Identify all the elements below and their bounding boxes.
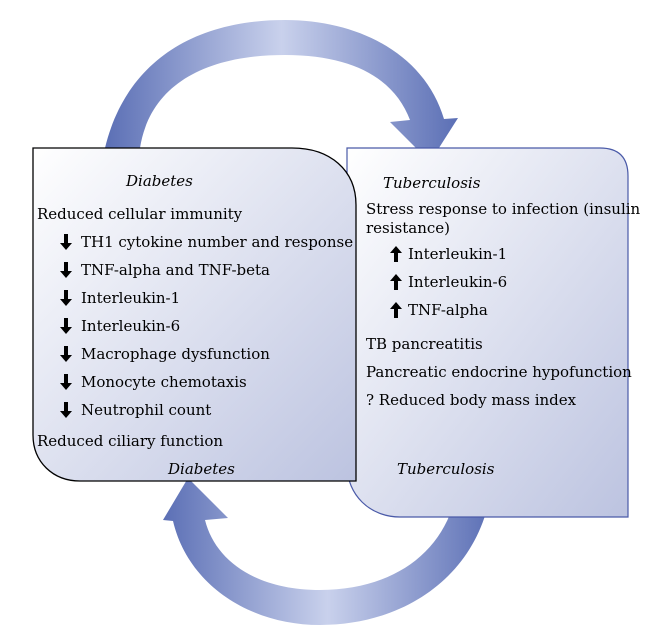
up-arrow-icon <box>389 302 403 318</box>
diabetes-item: Macrophage dysfunction <box>59 345 270 363</box>
tuberculosis-intro-line1: Stress response to infection (insulin <box>366 200 641 218</box>
tuberculosis-panel <box>346 147 629 518</box>
diabetes-panel-title: Diabetes <box>126 172 193 190</box>
diabetes-item: Neutrophil count <box>59 401 211 419</box>
tuberculosis-panel-title: Tuberculosis <box>383 174 481 192</box>
top-cycle-arrow <box>105 20 458 162</box>
diabetes-item-text: Monocyte chemotaxis <box>81 373 247 391</box>
down-arrow-icon <box>59 234 73 250</box>
down-arrow-icon <box>59 318 73 334</box>
diabetes-item: Interleukin-6 <box>59 317 180 335</box>
down-arrow-icon <box>59 290 73 306</box>
tuberculosis-extra-item: ? Reduced body mass index <box>366 391 577 409</box>
diabetes-item-text: Interleukin-1 <box>81 289 181 307</box>
diabetes-item-text: TH1 cytokine number and response <box>81 233 354 251</box>
up-arrow-icon <box>389 274 403 290</box>
down-arrow-icon <box>59 402 73 418</box>
tuberculosis-item: TNF-alpha <box>389 301 488 319</box>
diabetes-item-text: Neutrophil count <box>81 401 212 419</box>
diabetes-item: TH1 cytokine number and response <box>59 233 353 251</box>
diabetes-item: Monocyte chemotaxis <box>59 373 247 391</box>
down-arrow-icon <box>59 374 73 390</box>
tuberculosis-intro-line2: resistance) <box>366 219 451 237</box>
tuberculosis-item: Interleukin-1 <box>389 245 507 263</box>
tuberculosis-item-text: Interleukin-1 <box>408 245 508 263</box>
diabetes-panel <box>32 147 357 482</box>
diabetes-item: Interleukin-1 <box>59 289 180 307</box>
diabetes-outro: Reduced ciliary function <box>37 432 224 450</box>
diabetes-item: TNF-alpha and TNF-beta <box>59 261 270 279</box>
tuberculosis-footer-label: Tuberculosis <box>397 460 495 478</box>
down-arrow-icon <box>59 262 73 278</box>
down-arrow-icon <box>59 346 73 362</box>
tuberculosis-item-text: TNF-alpha <box>408 301 488 319</box>
tuberculosis-extra-item: TB pancreatitis <box>366 335 483 353</box>
bottom-cycle-arrow <box>163 478 492 625</box>
diabetes-item-text: Macrophage dysfunction <box>81 345 270 363</box>
diabetes-item-text: Interleukin-6 <box>81 317 181 335</box>
tuberculosis-item: Interleukin-6 <box>389 273 507 291</box>
diabetes-footer-label: Diabetes <box>168 460 235 478</box>
diabetes-item-text: TNF-alpha and TNF-beta <box>81 261 271 279</box>
tuberculosis-extra-item: Pancreatic endocrine hypofunction <box>366 363 632 381</box>
tuberculosis-item-text: Interleukin-6 <box>408 273 508 291</box>
diabetes-intro: Reduced cellular immunity <box>37 205 243 223</box>
up-arrow-icon <box>389 246 403 262</box>
